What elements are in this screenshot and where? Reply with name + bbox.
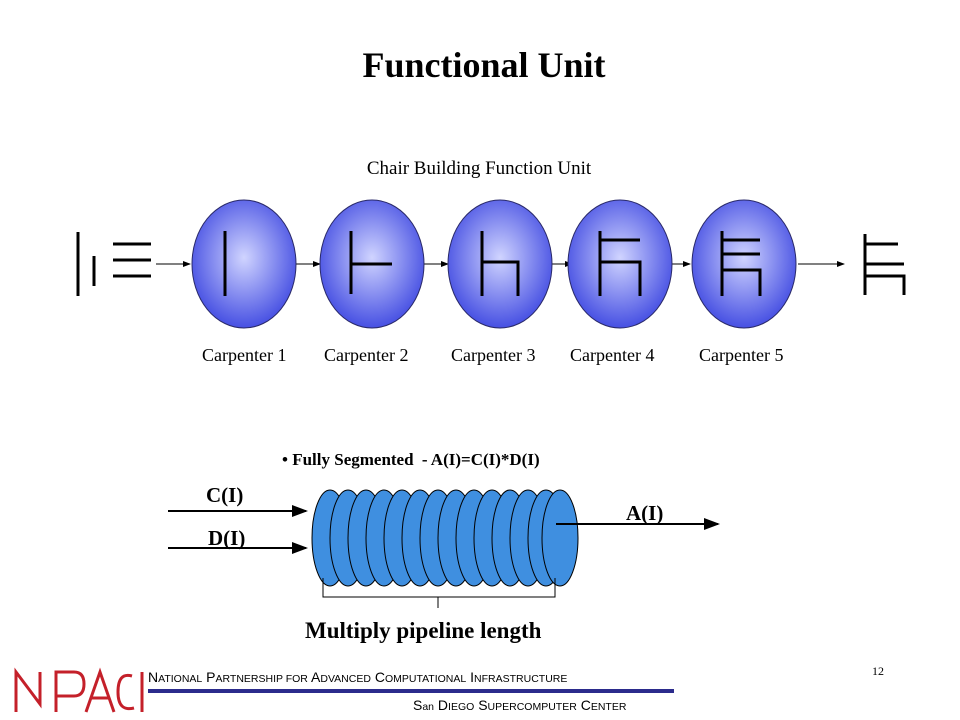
carpenter-4-label: Carpenter 4 <box>570 345 655 365</box>
pipeline-input-arrows <box>168 505 308 554</box>
carpenter-5-stage <box>691 199 797 329</box>
chair-back-icon <box>349 231 392 294</box>
chair-frame-icon <box>598 231 642 296</box>
input-d-label: D(I) <box>208 526 246 550</box>
diagram-subtitle: Chair Building Function Unit <box>366 158 592 179</box>
page-title: Functional Unit <box>362 45 606 85</box>
carpenter-4-stage <box>567 199 673 329</box>
chair-seat-icon <box>480 231 520 296</box>
carpenter-2-stage <box>319 199 425 329</box>
footer-divider <box>148 689 674 693</box>
bullet-text: • Fully Segmented <box>282 450 414 469</box>
output-a-label: A(I) <box>626 501 664 525</box>
carpenter-1-label: Carpenter 1 <box>202 345 287 365</box>
carpenter-3-stage <box>447 199 553 329</box>
carpenter-3-label: Carpenter 3 <box>451 345 536 365</box>
finished-chair-icon <box>863 234 906 295</box>
pipeline-caption: Multiply pipeline length <box>305 618 542 643</box>
npaci-logo <box>14 667 144 713</box>
input-c-label: C(I) <box>206 483 244 507</box>
pipeline-bullet: • Fully Segmented - A(I)=C(I)*D(I) <box>282 450 540 470</box>
footer-center: San DIEGO SUPERCOMPUTER CENTER <box>413 697 627 713</box>
chair-near-complete-icon <box>720 231 762 296</box>
pipeline-segments <box>311 489 579 587</box>
page-number: 12 <box>872 664 884 678</box>
carpenter-2-label: Carpenter 2 <box>324 345 409 365</box>
bullet-formula: - A(I)=C(I)*D(I) <box>421 450 540 469</box>
lumber-pieces-icon <box>76 232 151 296</box>
pipeline-length-bracket <box>322 578 556 608</box>
carpenter-5-label: Carpenter 5 <box>699 345 784 365</box>
carpenter-1-stage <box>191 199 297 329</box>
footer-organization: NATIONAL PARTNERSHIP FOR ADVANCED COMPUT… <box>148 669 568 685</box>
